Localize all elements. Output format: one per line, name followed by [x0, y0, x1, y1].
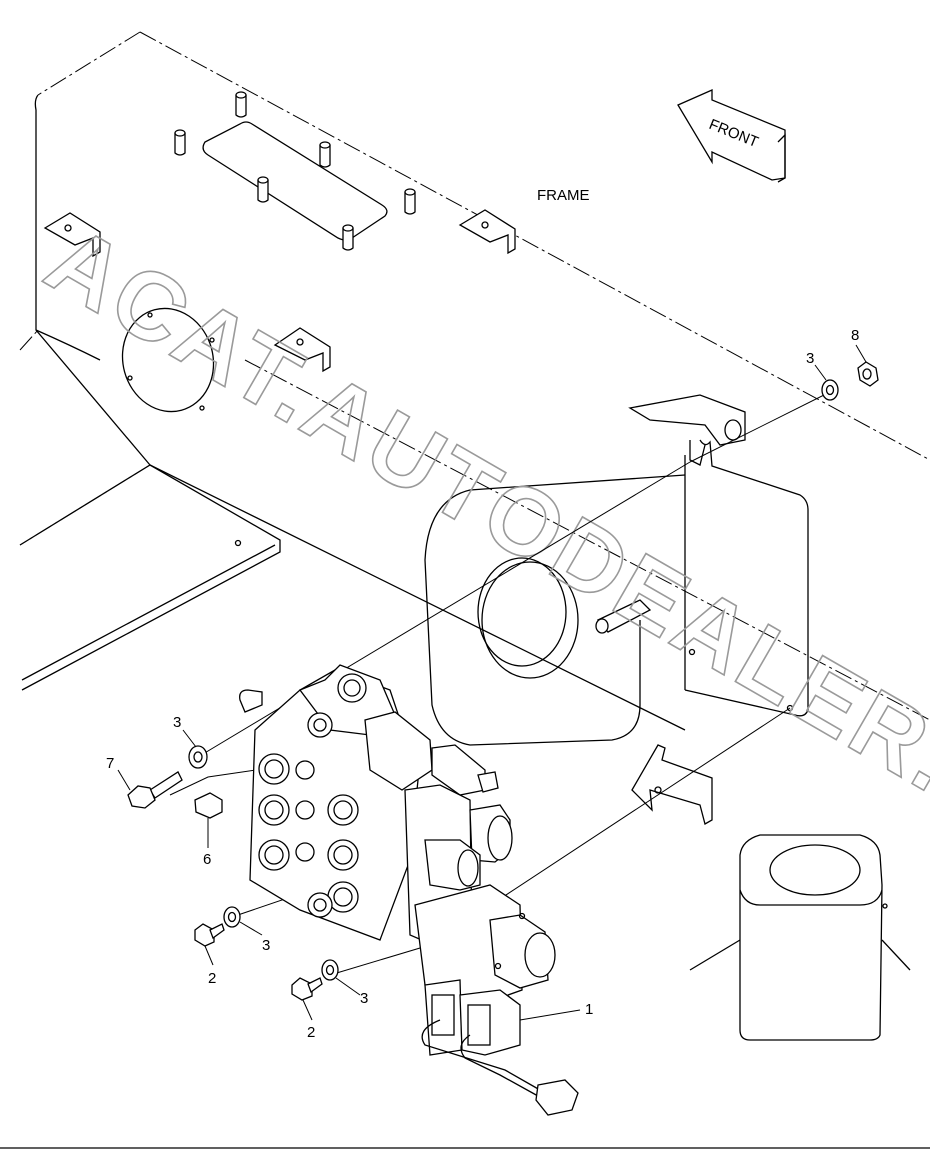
bolt-7 [127, 771, 183, 809]
washer-3b [223, 906, 241, 928]
washer-3d [821, 379, 839, 401]
fasteners [127, 361, 879, 1001]
callout-2b: 2 [307, 1024, 315, 1041]
frame-body [19, 31, 930, 1041]
frame-port [121, 307, 215, 413]
mounting-plate [424, 394, 809, 746]
callout-2a: 2 [208, 970, 216, 987]
callout-8: 8 [851, 327, 859, 344]
callouts: 1 2 2 3 3 3 3 6 7 8 [106, 327, 859, 1041]
control-valve [239, 664, 579, 1116]
callout-7: 7 [106, 755, 114, 772]
frame-pins [174, 91, 416, 251]
front-arrow: FRONT [677, 89, 786, 183]
frame-brackets [43, 209, 516, 373]
callout-3a: 3 [173, 714, 181, 731]
callout-3b: 3 [262, 937, 270, 954]
nut-8 [857, 361, 879, 387]
callout-1: 1 [585, 1001, 593, 1018]
filter-housing [689, 834, 911, 1041]
callout-3c: 3 [360, 990, 368, 1007]
bolt-2a [194, 923, 225, 947]
valve-ports [258, 712, 359, 918]
callout-3d: 3 [806, 350, 814, 367]
callout-6: 6 [203, 851, 211, 868]
frame-label: FRAME [537, 187, 590, 204]
washer-3c [321, 959, 339, 981]
callout-leaders [117, 344, 867, 1021]
bolt-2b [291, 977, 323, 1001]
washer-3a [188, 745, 208, 769]
clamp-6 [194, 792, 223, 819]
